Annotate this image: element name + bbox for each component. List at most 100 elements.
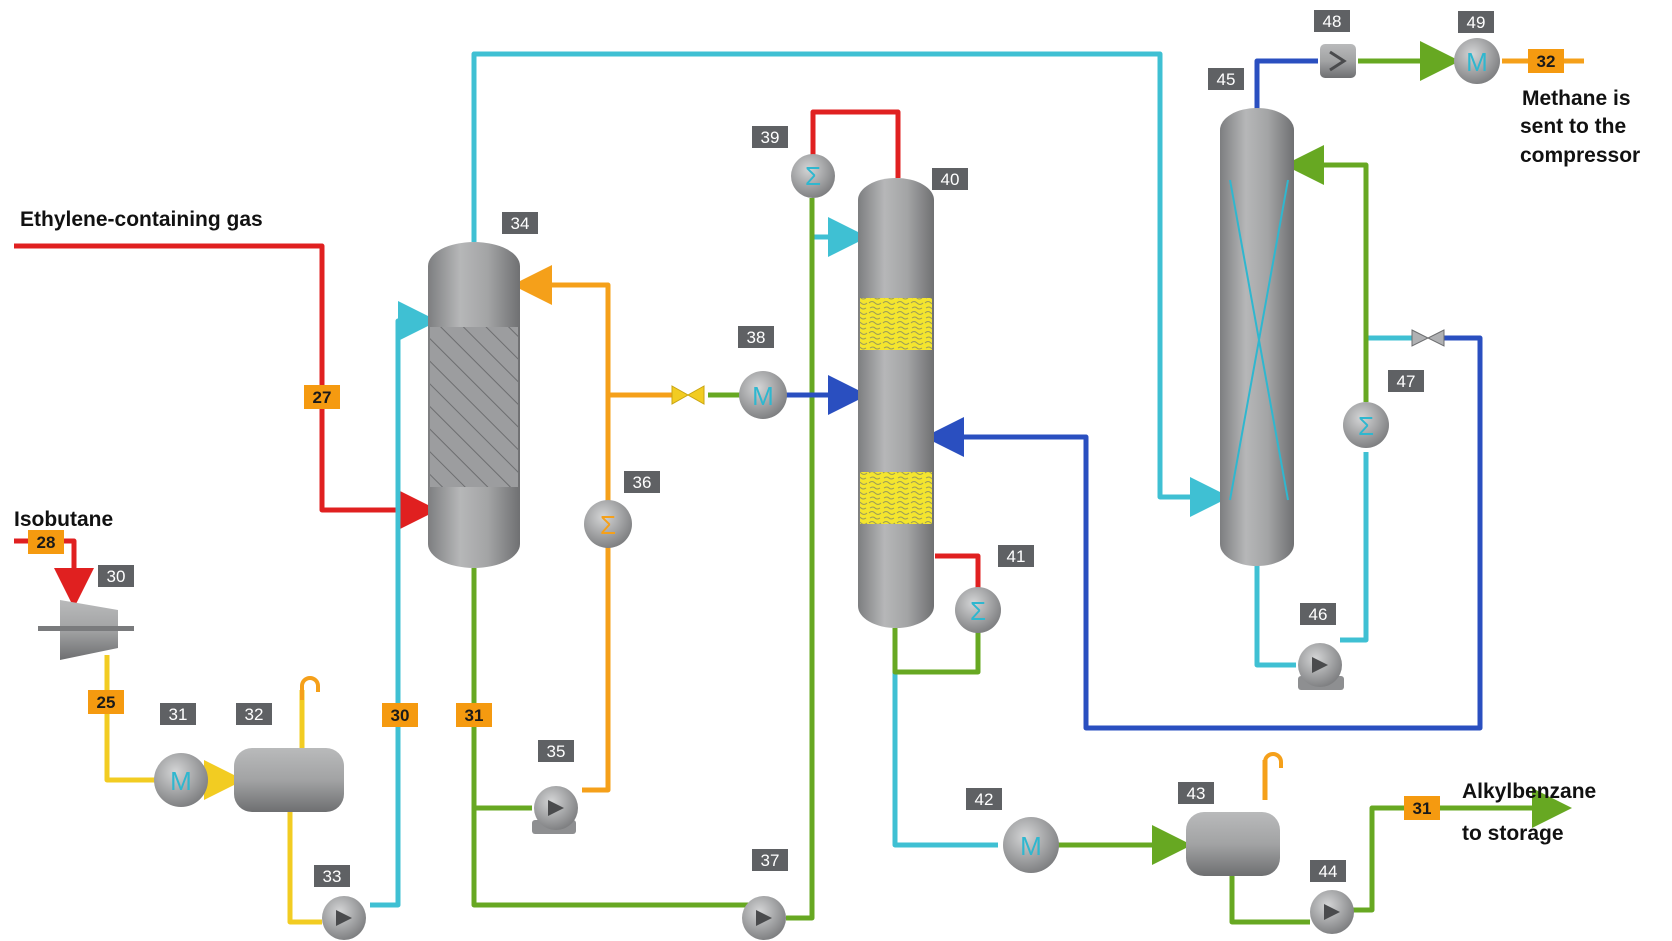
svg-text:27: 27	[313, 388, 332, 407]
svg-text:41: 41	[1007, 547, 1026, 566]
pipe-cyan-45-bottom	[1254, 565, 1296, 668]
pipe-cyan-top-loop	[471, 51, 1230, 517]
svg-text:Σ: Σ	[970, 596, 986, 626]
svg-text:25: 25	[97, 693, 116, 712]
tag-46: 46	[1300, 603, 1336, 625]
svg-text:40: 40	[941, 170, 960, 189]
pipe-green-47-to-45	[1284, 145, 1369, 402]
label-alkylbenzene-line2: to storage	[1462, 822, 1564, 845]
svg-text:35: 35	[547, 742, 566, 761]
svg-text:30: 30	[107, 567, 126, 586]
label-methane-line1: Methane is	[1522, 87, 1631, 110]
control-valve-yellow[interactable]	[671, 385, 705, 405]
svg-text:46: 46	[1309, 605, 1328, 624]
svg-text:48: 48	[1323, 12, 1342, 31]
tag-45: 45	[1208, 68, 1244, 90]
heat-exchanger-39[interactable]: Σ	[791, 154, 835, 198]
compressor-30[interactable]	[38, 600, 134, 660]
pipe-reboiler-41	[935, 553, 981, 590]
svg-text:Σ: Σ	[805, 161, 821, 191]
absorber-column-45[interactable]	[1220, 108, 1294, 566]
tag-34: 34	[502, 212, 538, 234]
tag-47: 47	[1388, 370, 1424, 392]
svg-text:M: M	[170, 766, 192, 796]
svg-text:36: 36	[633, 473, 652, 492]
heat-exchanger-36[interactable]: Σ	[584, 500, 632, 548]
svg-text:44: 44	[1319, 862, 1338, 881]
pump-37[interactable]	[742, 896, 786, 940]
pipe-cyan-40-bottom	[892, 628, 998, 848]
label-isobutane: Isobutane	[14, 508, 113, 531]
vent-hook-43	[1263, 752, 1283, 770]
pipe-ethylene-feed	[14, 243, 438, 530]
pump-46[interactable]	[1298, 643, 1344, 690]
pump-33[interactable]	[322, 896, 366, 940]
pipe-yellow-25	[104, 655, 160, 783]
svg-text:32: 32	[245, 705, 264, 724]
stream-tag-28: 28	[28, 530, 64, 554]
pipe-cyan-46-up	[1340, 452, 1369, 643]
reactor-34[interactable]	[428, 242, 520, 568]
tag-42: 42	[966, 788, 1002, 810]
label-ethylene-gas: Ethylene-containing gas	[20, 208, 263, 231]
motor-31[interactable]: M	[154, 753, 208, 807]
label-alkylbenzene-line1: Alkylbenzane	[1462, 780, 1596, 803]
pipe-green-40-reboiler	[892, 628, 981, 675]
svg-text:31: 31	[1413, 799, 1432, 818]
pipe-yellow-drum-pump33	[287, 810, 322, 925]
stream-tag-32: 32	[1528, 49, 1564, 73]
pump-35[interactable]	[532, 786, 578, 834]
svg-text:31: 31	[465, 706, 484, 725]
tag-49: 49	[1458, 11, 1494, 33]
pipe-green-34-to-37	[471, 808, 752, 908]
tag-37: 37	[752, 849, 788, 871]
svg-text:33: 33	[323, 867, 342, 886]
svg-text:45: 45	[1217, 70, 1236, 89]
pump-44[interactable]	[1310, 890, 1354, 934]
tag-38: 38	[738, 326, 774, 348]
tag-32: 32	[236, 703, 272, 725]
svg-text:M: M	[1466, 47, 1488, 77]
svg-text:38: 38	[747, 328, 766, 347]
distillation-column-40[interactable]	[858, 178, 934, 628]
separator-drum-43[interactable]	[1186, 812, 1280, 876]
motor-42[interactable]: M	[1003, 817, 1059, 873]
tag-43: 43	[1178, 782, 1214, 804]
svg-text:47: 47	[1397, 372, 1416, 391]
tag-30: 30	[98, 565, 134, 587]
svg-text:34: 34	[511, 214, 530, 233]
pipe-green-44-out	[1352, 788, 1572, 913]
control-valve-47[interactable]	[1411, 329, 1445, 347]
stream-tag-27: 27	[304, 385, 340, 409]
tag-41: 41	[998, 545, 1034, 567]
svg-text:M: M	[752, 381, 774, 411]
svg-text:42: 42	[975, 790, 994, 809]
svg-text:Σ: Σ	[1358, 411, 1374, 441]
pipe-cyan-30	[370, 301, 438, 908]
svg-text:49: 49	[1467, 13, 1486, 32]
label-methane-line2: sent to the	[1520, 115, 1626, 138]
tag-40: 40	[932, 168, 968, 190]
filter-48[interactable]	[1320, 44, 1356, 78]
tag-35: 35	[538, 740, 574, 762]
pipe-blue-45-top	[1254, 58, 1318, 112]
pipe-reflux-top-40	[810, 109, 901, 178]
heat-exchanger-41[interactable]: Σ	[955, 587, 1001, 633]
motor-49[interactable]: M	[1454, 38, 1500, 84]
svg-text:39: 39	[761, 128, 780, 147]
pipe-blue-return	[924, 335, 1483, 731]
svg-text:30: 30	[391, 706, 410, 725]
svg-text:28: 28	[37, 533, 56, 552]
motor-38[interactable]: M	[739, 371, 787, 419]
svg-text:M: M	[1020, 831, 1042, 861]
tag-39: 39	[752, 126, 788, 148]
vent-hook-32	[300, 676, 320, 700]
svg-text:37: 37	[761, 851, 780, 870]
pipe-green-34-bottom	[471, 568, 532, 811]
heat-exchanger-47[interactable]: Σ	[1343, 402, 1389, 448]
separator-drum-32[interactable]	[234, 748, 344, 812]
label-methane-line3: compressor	[1520, 144, 1640, 167]
tag-33: 33	[314, 865, 350, 887]
tag-44: 44	[1310, 860, 1346, 882]
